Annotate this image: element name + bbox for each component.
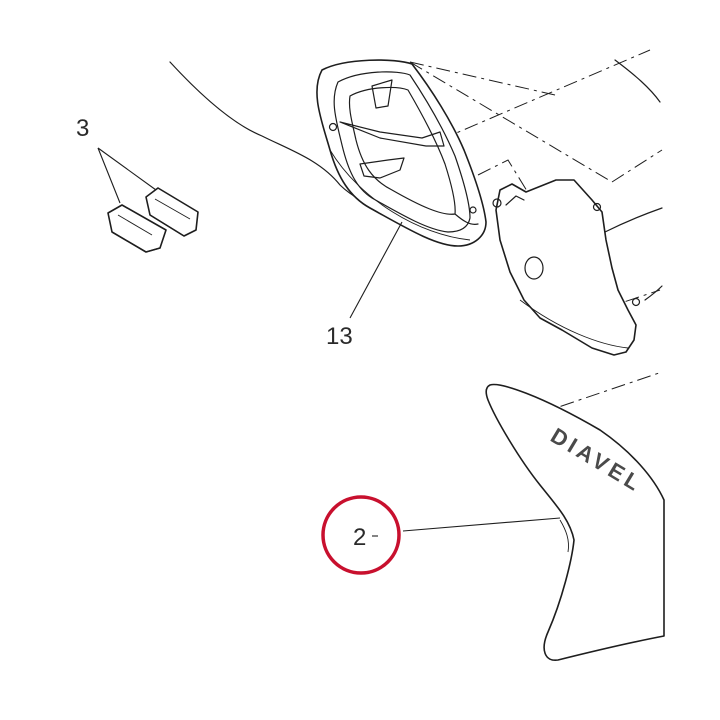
pad-pair [107,187,199,253]
headlight-frame [316,59,487,247]
bracket-plate [492,179,641,356]
callout-pad-pair: 3 [76,115,89,142]
callout-headlight-frame: 13 [326,323,353,350]
callout-leaders [97,147,561,537]
highlight-ring [321,495,401,575]
callout-side-panel: 2 [353,524,366,551]
pad-right [145,187,199,237]
frame-edge-lines [604,59,663,301]
pad-left [107,204,167,253]
